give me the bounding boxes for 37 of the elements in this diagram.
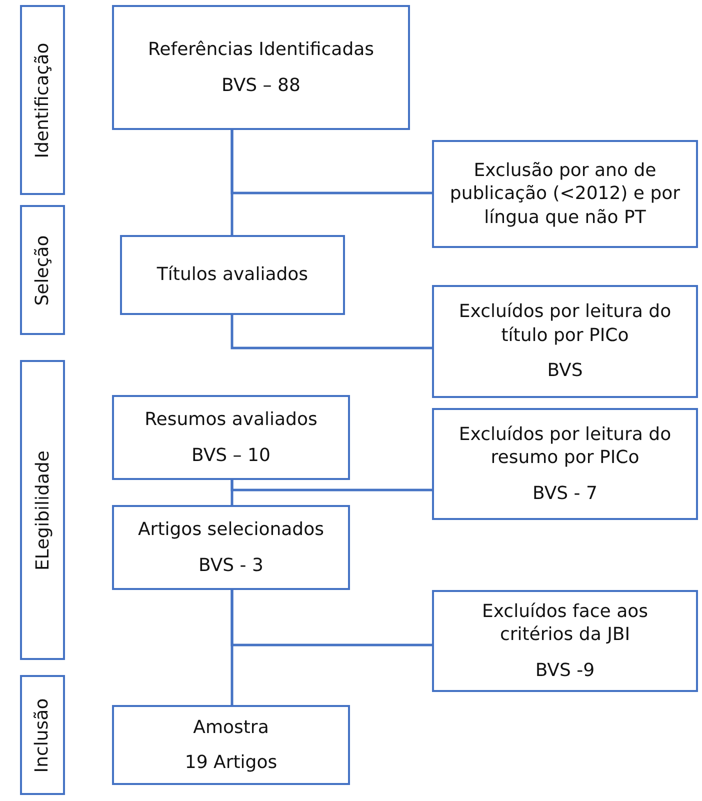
stage-band bbox=[20, 5, 65, 195]
box-title: Excluídos face aos critérios da JBI bbox=[480, 600, 650, 647]
box-title: Títulos avaliados bbox=[156, 263, 308, 287]
box-count: BVS - 7 bbox=[532, 482, 598, 506]
box-title: Amostra bbox=[193, 716, 269, 739]
connector-line bbox=[230, 480, 432, 492]
connector-line bbox=[230, 315, 432, 350]
box-title: Excluídos por leitura do título por PICo bbox=[458, 300, 672, 348]
process-box bbox=[112, 705, 350, 785]
process-box bbox=[112, 395, 350, 480]
box-title: Exclusão por ano de publicação (<2012) e por língua que não PT bbox=[448, 158, 682, 230]
process-box bbox=[432, 408, 698, 520]
box-count: 19 Artigos bbox=[184, 751, 278, 774]
connector-line bbox=[230, 590, 432, 646]
box-count: BVS bbox=[547, 359, 583, 383]
stage-band bbox=[20, 675, 65, 795]
stage-label: ELegibilidade bbox=[31, 450, 54, 570]
stage-label: Inclusão bbox=[31, 698, 54, 772]
process-box bbox=[112, 5, 410, 130]
process-box bbox=[120, 235, 345, 315]
stage-label: Identificação bbox=[31, 42, 54, 158]
box-count: BVS - 3 bbox=[198, 554, 264, 577]
box-title: Referências Identificadas bbox=[148, 38, 374, 62]
connector-line bbox=[230, 130, 432, 194]
process-box bbox=[112, 505, 350, 590]
process-box bbox=[432, 140, 698, 248]
stage-band bbox=[20, 360, 65, 660]
box-title: Resumos avaliados bbox=[144, 408, 318, 432]
box-count: BVS -9 bbox=[535, 658, 595, 682]
process-box bbox=[432, 590, 698, 692]
box-count: BVS – 88 bbox=[222, 74, 300, 97]
box-title: Excluídos por leitura do resumo por PICo bbox=[458, 422, 672, 470]
box-title: Artigos selecionados bbox=[138, 518, 324, 542]
box-count: BVS – 10 bbox=[192, 444, 270, 467]
stage-label: Seleção bbox=[31, 234, 54, 306]
stage-band bbox=[20, 205, 65, 335]
process-box bbox=[432, 285, 698, 398]
